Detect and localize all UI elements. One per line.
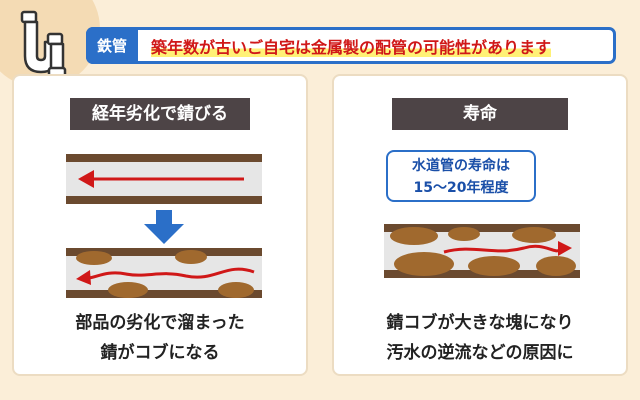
rust-lump (218, 282, 254, 298)
arrow-head (76, 270, 91, 285)
panel-title-rust: 経年劣化で錆びる (70, 98, 250, 130)
panel-title-lifespan: 寿命 (392, 98, 568, 130)
rust-lump (175, 250, 207, 264)
flow-arrow (443, 244, 561, 254)
arrow-head (78, 170, 94, 188)
header-message: 築年数が古いご自宅は金属製の配管の可能性があります (151, 38, 552, 57)
pipe-blocked-diagram (384, 224, 580, 278)
rust-lump (390, 227, 438, 245)
pipe-rusted-diagram (66, 248, 262, 298)
caption-lifespan: 錆コブが大きな塊になり 汚水の逆流などの原因に (386, 313, 574, 363)
panel-rust: 経年劣化で錆びる 部品の劣化で溜まった 錆がコブになる (12, 74, 308, 376)
caption-rust: 部品の劣化で溜まった 錆がコブになる (75, 313, 245, 363)
rust-lump (536, 256, 576, 276)
pipe-icon (20, 10, 67, 80)
pipe-clean-diagram (66, 154, 262, 204)
rust-lump (394, 252, 454, 276)
arrow-head (558, 241, 572, 256)
rust-lump (108, 282, 148, 298)
header-tag: 鉄管 (86, 27, 138, 64)
flow-arrow (87, 267, 255, 280)
header-banner: 鉄管 築年数が古いご自宅は金属製の配管の可能性があります (86, 27, 616, 64)
down-arrow-icon (144, 210, 184, 244)
panel-lifespan: 寿命 水道管の寿命は 15〜20年程度 錆コブが大きな塊になり 汚水の逆流などの… (332, 74, 628, 376)
rust-lump (448, 227, 480, 241)
rust-lump (468, 256, 520, 276)
rust-lump (512, 227, 556, 243)
lifespan-callout: 水道管の寿命は 15〜20年程度 (386, 150, 536, 202)
rust-lump (76, 251, 112, 265)
